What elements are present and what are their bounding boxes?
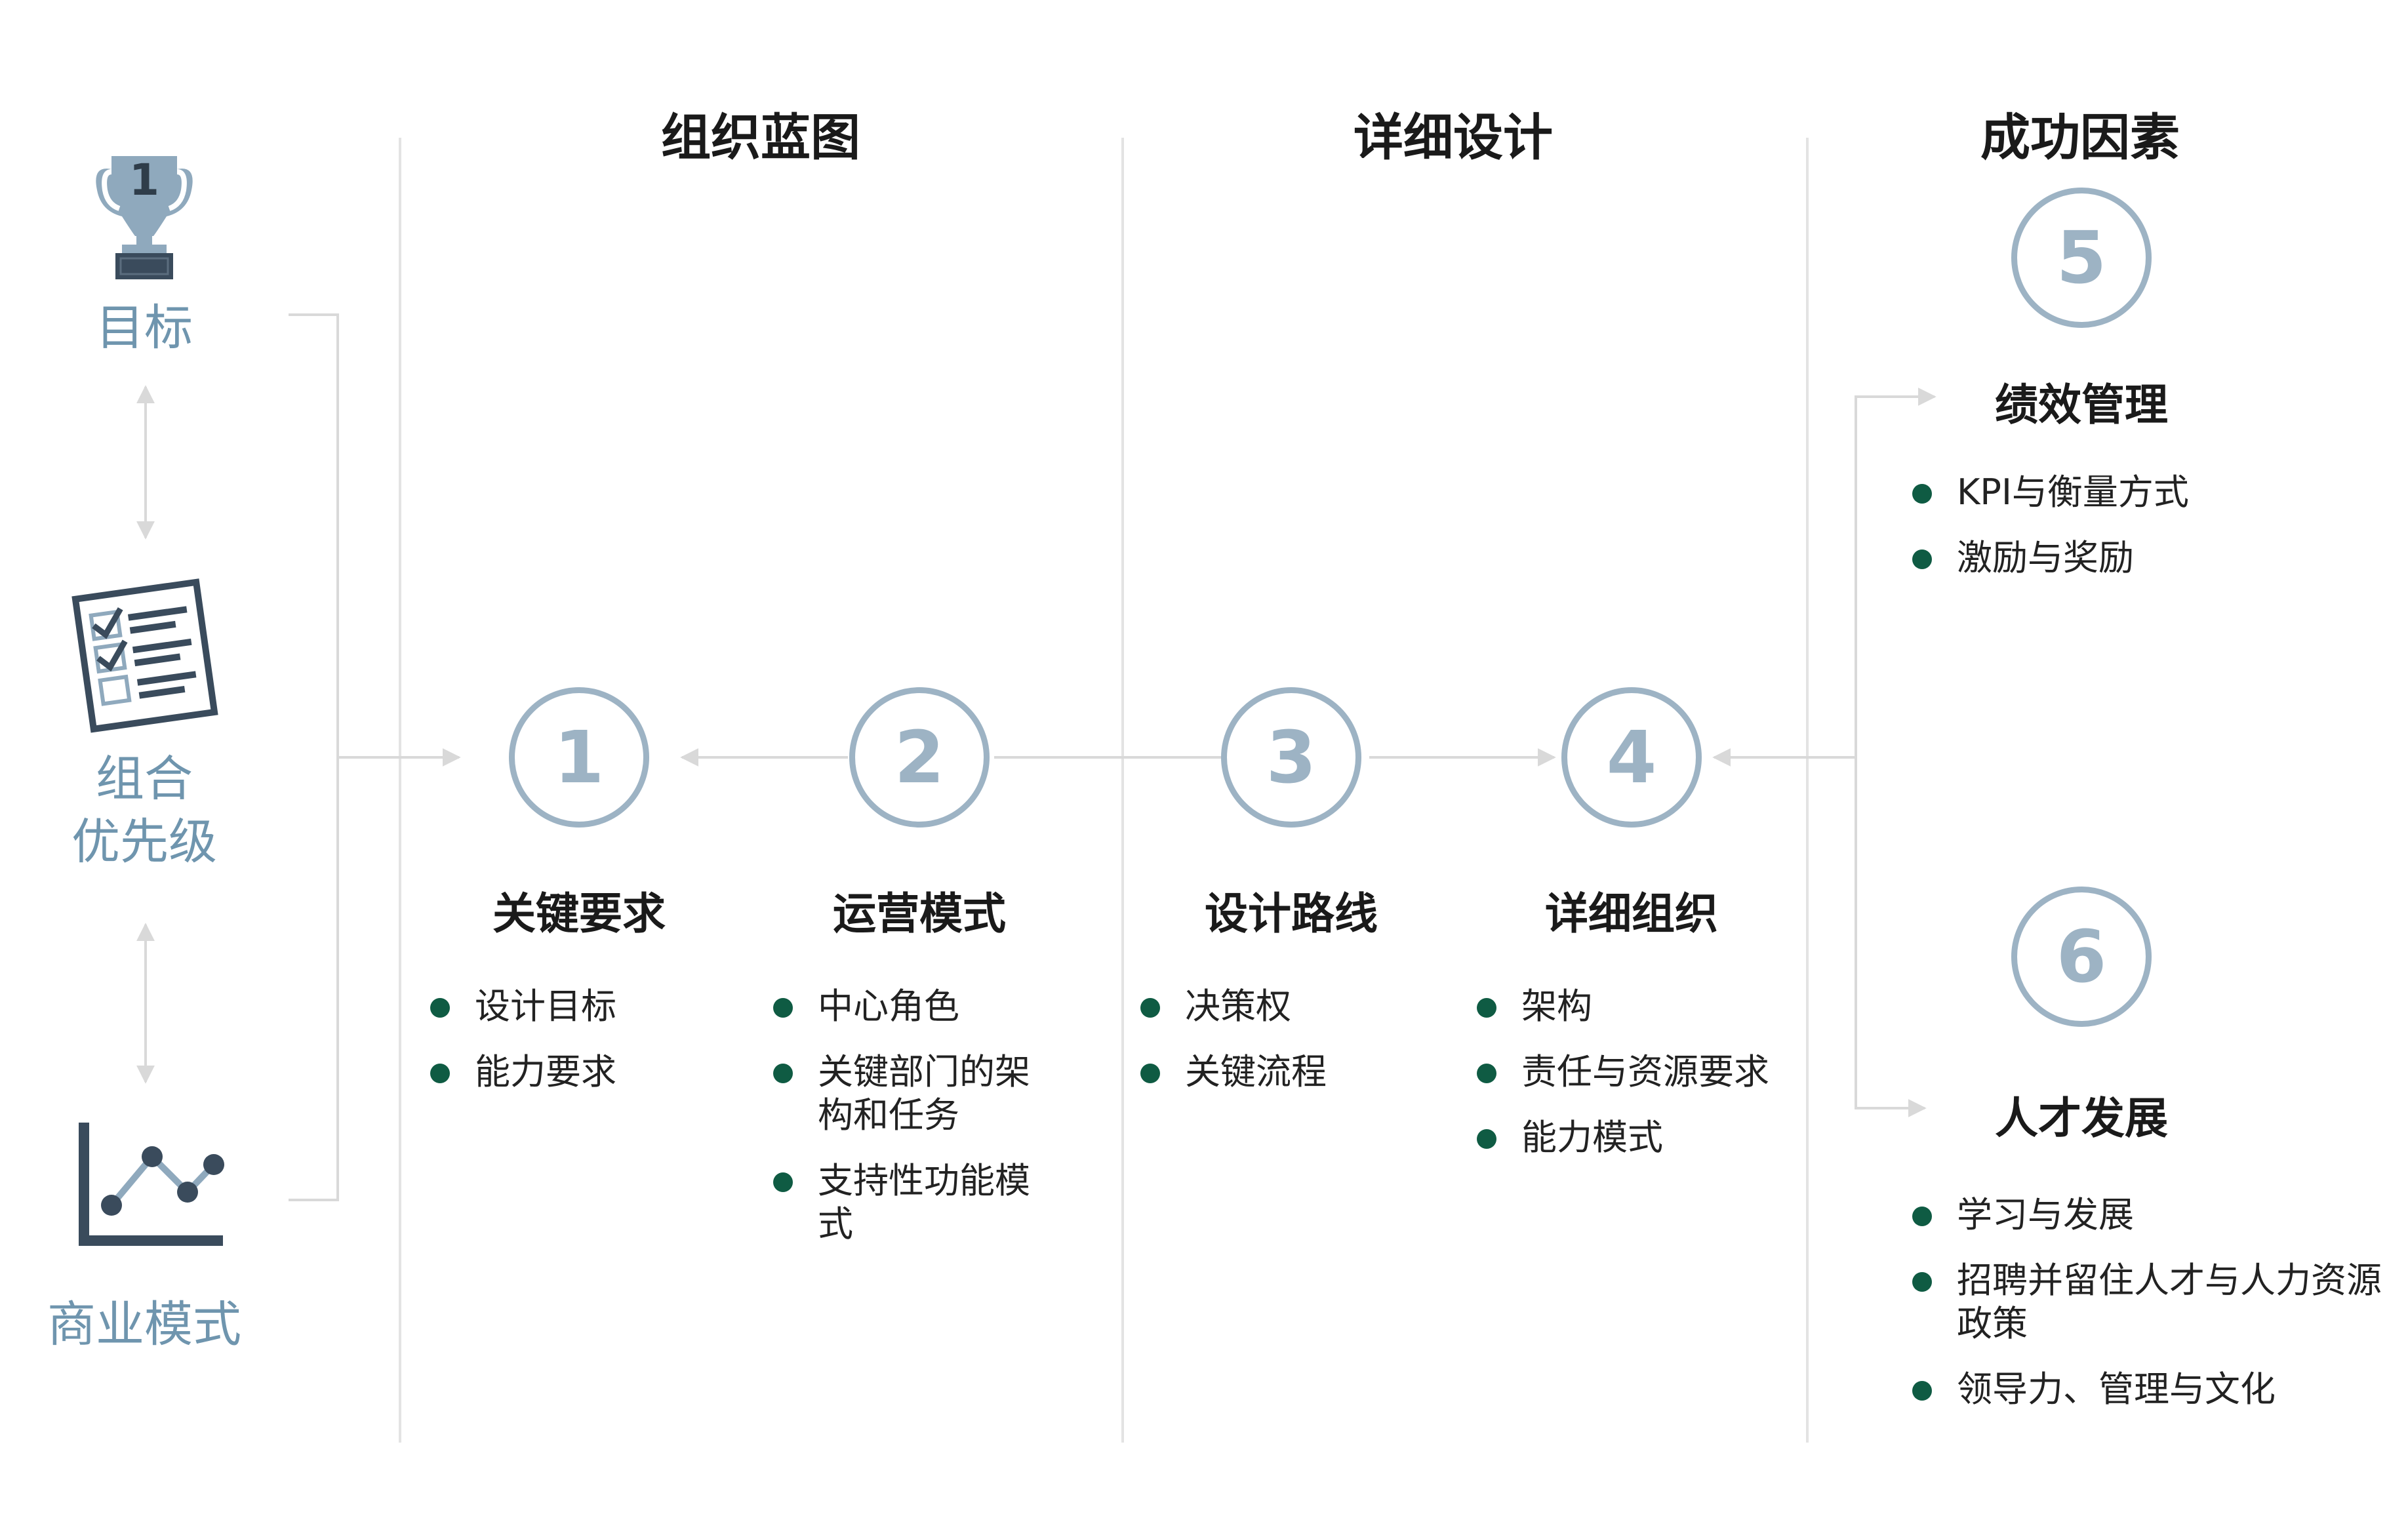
list-item: 支持性功能模式 (771, 1159, 1059, 1246)
list-item: 激励与奖励 (1910, 536, 2329, 580)
step-5-number: 5 (2056, 216, 2107, 300)
step-4-circle: 4 (1561, 687, 1702, 828)
portfolio-label-line2: 优先级 (71, 814, 217, 870)
step-3-number: 3 (1266, 715, 1317, 799)
list-item: 架构 (1474, 985, 1802, 1028)
step-4-list: 架构 责任与资源要求 能力模式 (1474, 985, 1802, 1182)
step-3-circle: 3 (1221, 687, 1361, 828)
list-item: 中心角色 (771, 985, 1059, 1028)
step-3-title: 设计路线 (1205, 888, 1378, 939)
list-item: 关键部门的架构和任务 (771, 1050, 1059, 1137)
business-model-label: 商业模式 (47, 1296, 241, 1353)
list-item: 学习与发展 (1910, 1193, 2382, 1237)
list-item: 招聘并留住人才与人力资源政策 (1910, 1259, 2382, 1346)
goal-label: 目标 (96, 300, 193, 356)
step-6-title: 人才发展 (1995, 1093, 2168, 1144)
trophy-badge: 1 (129, 155, 159, 205)
list-item: 决策权 (1138, 985, 1413, 1028)
list-item: 能力模式 (1474, 1116, 1802, 1159)
right-bracket-lower (1855, 757, 1927, 1117)
step-2-circle: 2 (849, 687, 990, 828)
step-1-list: 设计目标 能力要求 (428, 985, 703, 1116)
list-item: 能力要求 (428, 1050, 703, 1094)
column-title-detail: 详细设计 (1354, 108, 1553, 167)
step-6-circle: 6 (2011, 887, 2152, 1027)
list-item: 领导力、管理与文化 (1910, 1368, 2382, 1411)
step-5-list: KPI与衡量方式 激励与奖励 (1910, 471, 2329, 602)
step-4-number: 4 (1606, 715, 1657, 799)
step-1-number: 1 (553, 715, 605, 799)
right-bracket (1855, 388, 1936, 757)
step-2-number: 2 (894, 715, 945, 799)
portfolio-label-line1: 组合 (96, 751, 193, 807)
list-item: KPI与衡量方式 (1910, 471, 2329, 514)
step-6-list: 学习与发展 招聘并留住人才与人力资源政策 领导力、管理与文化 (1910, 1193, 2382, 1433)
step-5-circle: 5 (2011, 188, 2152, 328)
step-6-number: 6 (2056, 915, 2107, 999)
list-item: 关键流程 (1138, 1050, 1413, 1094)
column-title-blueprint: 组织蓝图 (661, 108, 860, 167)
step-4-title: 详细组织 (1545, 888, 1718, 939)
left-bracket (289, 313, 339, 1201)
list-item: 设计目标 (428, 985, 703, 1028)
step-3-list: 决策权 关键流程 (1138, 985, 1413, 1116)
column-title-success: 成功因素 (1980, 108, 2180, 167)
step-1-circle: 1 (509, 687, 649, 828)
portfolio-label: 组合 优先级 (59, 748, 230, 873)
step-5-title: 绩效管理 (1995, 380, 2168, 430)
step-2-list: 中心角色 关键部门的架构和任务 支持性功能模式 (771, 985, 1059, 1268)
step-1-title: 关键要求 (492, 888, 666, 939)
step-2-title: 运营模式 (833, 888, 1006, 939)
list-item: 责任与资源要求 (1474, 1050, 1802, 1094)
